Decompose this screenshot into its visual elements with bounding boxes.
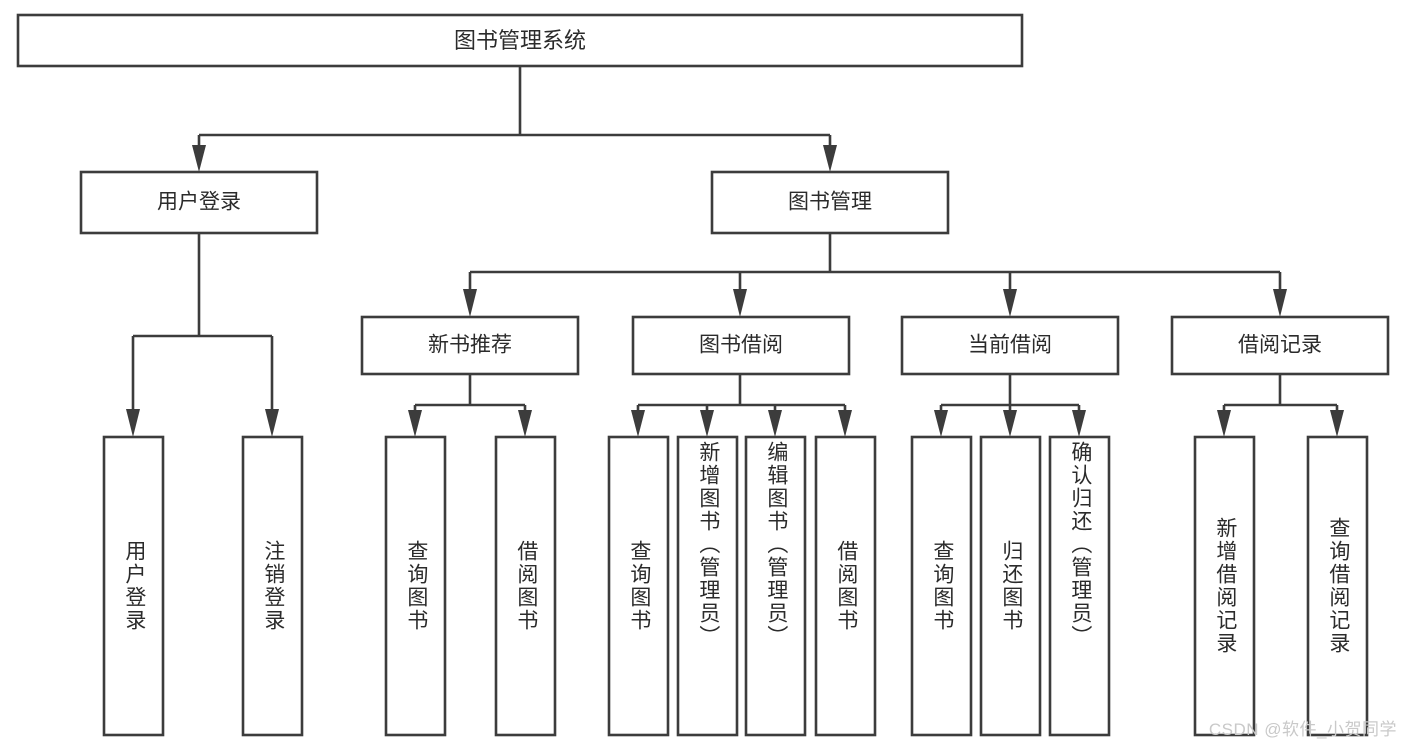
node-book-borrow-box[interactable] [631,315,851,376]
arrow-new-book-l2 [518,410,532,437]
leaf-box-current-borrow-3[interactable] [1048,435,1111,737]
leaf-box-borrow-records-2[interactable] [1306,435,1369,737]
node-user-login[interactable]: 用户登录 [79,170,319,235]
arrow-book-borrow-l1 [631,410,645,437]
arrow-book-borrow-l2 [700,410,714,437]
node-new-book-recommend-label: 新书推荐 [428,334,512,357]
connector-group-new-book [408,374,532,437]
node-user-login-label: 用户登录 [157,191,241,214]
arrow-book-mgmt-c2 [733,289,747,317]
arrow-root-to-book-mgmt [823,145,837,172]
leaf-box-user-login-2[interactable] [241,435,304,737]
node-current-borrow-label: 当前借阅 [968,334,1052,357]
node-new-book-recommend[interactable]: 新书推荐 [360,315,580,376]
connector-group-book-borrow [631,374,852,437]
node-borrow-records-label: 借阅记录 [1238,334,1322,357]
arrow-borrow-records-l1 [1217,410,1231,437]
connector-group-root [192,66,837,172]
node-book-management-label: 图书管理 [788,191,872,214]
connector-group-borrow-records [1217,374,1344,437]
leaf-box-book-borrow-1[interactable] [607,435,670,737]
node-book-borrow[interactable]: 图书借阅 [631,315,851,376]
arrow-book-mgmt-c4 [1273,289,1287,317]
leaf-box-current-borrow-2[interactable] [979,435,1042,737]
node-new-book-recommend-box[interactable] [360,315,580,376]
leaf-box-book-borrow-2[interactable] [676,435,739,737]
leaf-box-borrow-records-1[interactable] [1193,435,1256,737]
node-book-management[interactable]: 图书管理 [710,170,950,235]
connector-group-book-mgmt [463,233,1287,317]
arrow-book-borrow-l3 [768,410,782,437]
leaf-boxes [102,435,1369,737]
node-current-borrow[interactable]: 当前借阅 [900,315,1120,376]
arrow-current-borrow-l1 [934,410,948,437]
arrow-book-borrow-l4 [838,410,852,437]
node-book-management-box[interactable] [710,170,950,235]
node-user-login-box[interactable] [79,170,319,235]
node-root-label: 图书管理系统 [454,28,586,53]
leaf-box-new-book-1[interactable] [384,435,447,737]
arrow-borrow-records-l2 [1330,410,1344,437]
node-current-borrow-box[interactable] [900,315,1120,376]
arrow-root-to-user-login [192,145,206,172]
leaf-box-book-borrow-3[interactable] [744,435,807,737]
arrow-user-login-leaf1 [126,409,140,437]
connector-group-current-borrow [934,374,1086,437]
node-borrow-records-box[interactable] [1170,315,1390,376]
arrow-new-book-l1 [408,410,422,437]
leaf-box-book-borrow-4[interactable] [814,435,877,737]
leaf-box-new-book-2[interactable] [494,435,557,737]
node-root-box[interactable] [16,13,1024,68]
arrow-book-mgmt-c1 [463,289,477,317]
leaf-box-current-borrow-1[interactable] [910,435,973,737]
connector-group-user-login [126,233,279,437]
node-root[interactable]: 图书管理系统 [16,13,1024,68]
leaf-box-user-login-1[interactable] [102,435,165,737]
arrow-current-borrow-l2 [1003,410,1017,437]
node-borrow-records[interactable]: 借阅记录 [1170,315,1390,376]
arrow-user-login-leaf2 [265,409,279,437]
arrow-book-mgmt-c3 [1003,289,1017,317]
arrow-current-borrow-l3 [1072,410,1086,437]
node-book-borrow-label: 图书借阅 [699,334,783,357]
